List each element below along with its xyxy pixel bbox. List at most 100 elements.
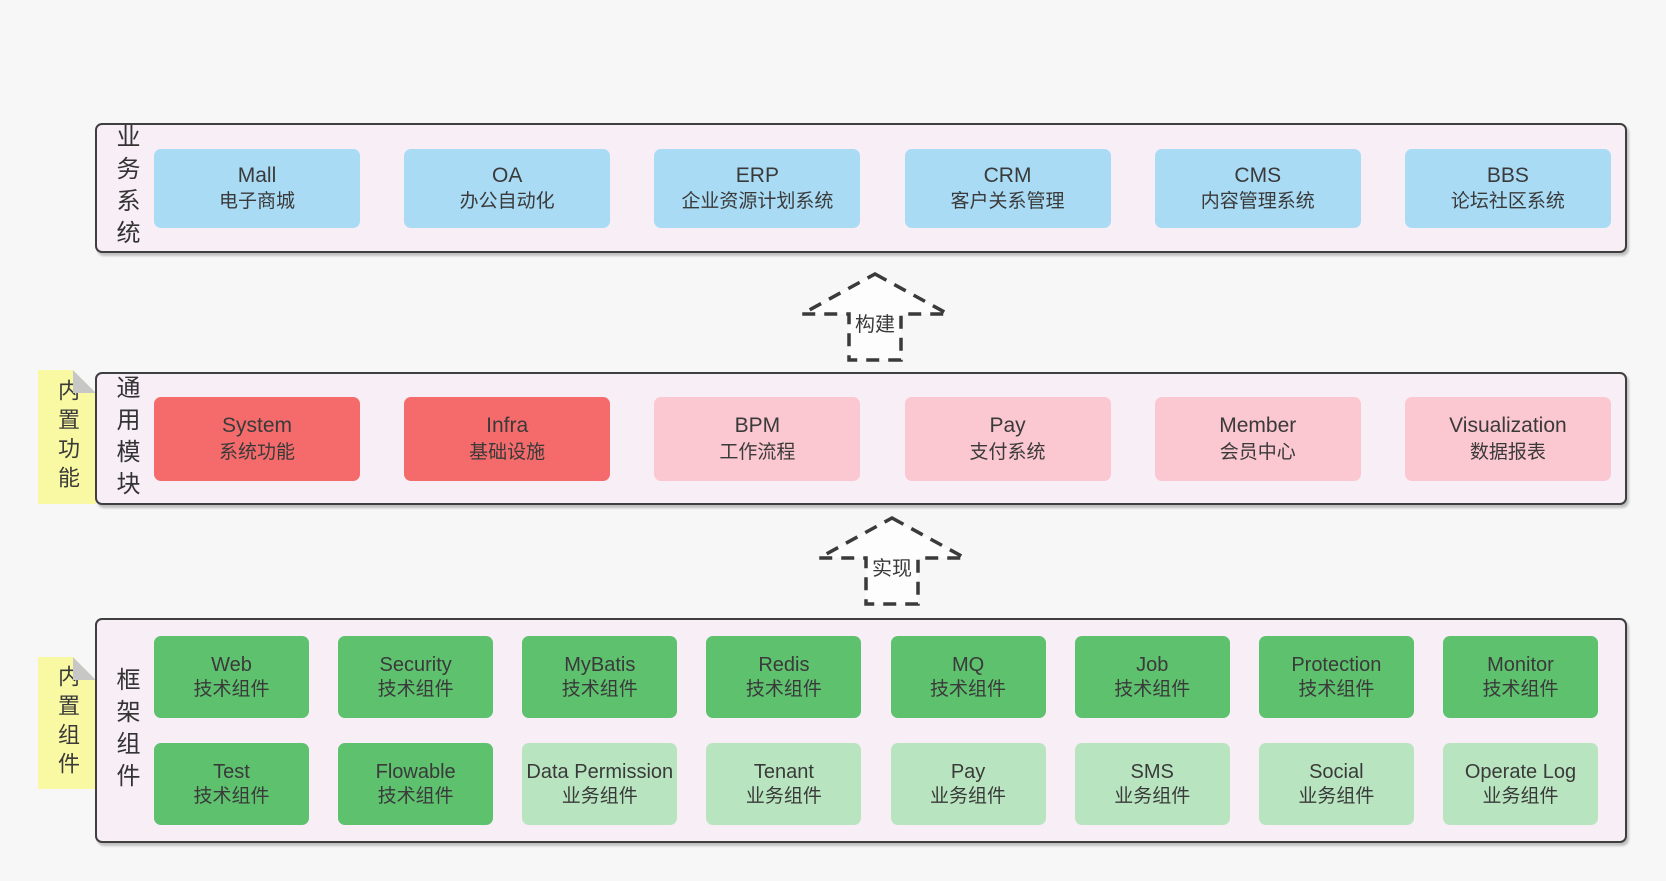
box-bbs: BBS 论坛社区系统 <box>1404 148 1611 228</box>
box-subtitle: 业务组件 <box>930 785 1007 807</box>
band-label: 框架组件 <box>112 666 139 795</box>
box-title: Redis <box>758 654 810 677</box>
box-bpm: BPM 工作流程 <box>654 396 861 481</box>
box-subtitle: 业务组件 <box>1114 785 1191 807</box>
sticky-note-built-in-features: 内置功能 <box>38 370 96 504</box>
box-data-permission: Data Permission 业务组件 <box>522 743 678 825</box>
box-subtitle: 办公自动化 <box>459 191 555 213</box>
box-title: CRM <box>983 163 1032 187</box>
box-mq: MQ 技术组件 <box>890 636 1046 718</box>
box-subtitle: 客户关系管理 <box>950 191 1065 213</box>
box-flowable: Flowable 技术组件 <box>338 743 494 825</box>
box-system: System 系统功能 <box>154 396 360 481</box>
box-social: Social 业务组件 <box>1258 743 1414 825</box>
band-business-systems: 业务系统 Mall 电子商城 OA 办公自动化 ERP 企业资源计划系统 CRM… <box>95 123 1627 253</box>
box-subtitle: 论坛社区系统 <box>1450 191 1565 213</box>
box-subtitle: 技术组件 <box>745 678 822 700</box>
band-row: System 系统功能 Infra 基础设施 BPM 工作流程 Pay 支付系统… <box>154 374 1611 503</box>
box-title: Mall <box>237 163 277 187</box>
box-title: Test <box>213 761 250 784</box>
box-job: Job 技术组件 <box>1074 636 1230 718</box>
box-title: SMS <box>1130 761 1174 784</box>
sticky-note-built-in-components: 内置组件 <box>38 657 96 789</box>
box-subtitle: 技术组件 <box>930 678 1007 700</box>
arrow-label: 实现 <box>872 557 912 580</box>
band-framework-components: 框架组件 Web 技术组件 Security 技术组件 MyBatis 技术组件… <box>95 618 1627 843</box>
box-subtitle: 技术组件 <box>377 678 454 700</box>
folded-corner-icon <box>73 657 96 680</box>
folded-corner-icon <box>73 370 96 393</box>
box-subtitle: 会员中心 <box>1219 441 1296 463</box>
box-title: Member <box>1219 414 1297 438</box>
box-mybatis: MyBatis 技术组件 <box>522 636 678 718</box>
box-title: Operate Log <box>1464 761 1577 784</box>
box-test: Test 技术组件 <box>154 743 309 825</box>
box-title: Web <box>211 654 252 677</box>
box-subtitle: 内容管理系统 <box>1200 191 1315 213</box>
box-subtitle: 技术组件 <box>561 678 638 700</box>
box-infra: Infra 基础设施 <box>404 396 611 481</box>
box-title: OA <box>492 163 523 187</box>
sticky-note-label: 内置功能 <box>55 379 80 495</box>
box-pay-business: Pay 业务组件 <box>890 743 1046 825</box>
box-web: Web 技术组件 <box>154 636 309 718</box>
band-common-modules: 通用模块 System 系统功能 Infra 基础设施 BPM 工作流程 Pay… <box>95 372 1627 505</box>
box-title: Protection <box>1291 654 1382 677</box>
box-protection: Protection 技术组件 <box>1258 636 1414 718</box>
box-subtitle: 系统功能 <box>218 441 295 463</box>
box-cms: CMS 内容管理系统 <box>1154 148 1361 228</box>
box-subtitle: 工作流程 <box>719 441 796 463</box>
band-row: Test 技术组件 Flowable 技术组件 Data Permission … <box>154 743 1598 825</box>
box-subtitle: 电子商城 <box>218 191 295 213</box>
box-tenant: Tenant 业务组件 <box>706 743 862 825</box>
box-title: BBS <box>1486 163 1529 187</box>
box-subtitle: 基础设施 <box>469 441 546 463</box>
box-subtitle: 技术组件 <box>193 678 270 700</box>
box-subtitle: 业务组件 <box>1482 785 1559 807</box>
box-title: MyBatis <box>564 654 636 677</box>
box-pay: Pay 支付系统 <box>904 396 1111 481</box>
box-subtitle: 业务组件 <box>745 785 822 807</box>
box-title: Infra <box>486 414 529 438</box>
box-title: System <box>221 414 292 438</box>
box-erp: ERP 企业资源计划系统 <box>654 148 861 228</box>
box-subtitle: 技术组件 <box>1114 678 1191 700</box>
arrow-label: 构建 <box>855 313 895 336</box>
band-label: 通用模块 <box>112 374 139 503</box>
band-row: Web 技术组件 Security 技术组件 MyBatis 技术组件 Redi… <box>154 636 1598 718</box>
box-title: MQ <box>951 654 985 677</box>
sticky-note-label: 内置组件 <box>55 665 80 781</box>
box-subtitle: 企业资源计划系统 <box>681 191 834 213</box>
box-mall: Mall 电子商城 <box>154 148 360 228</box>
box-title: Tenant <box>753 761 814 784</box>
box-title: Pay <box>989 414 1026 438</box>
box-subtitle: 支付系统 <box>969 441 1046 463</box>
box-title: Social <box>1309 761 1364 784</box>
box-security: Security 技术组件 <box>338 636 494 718</box>
box-title: Visualization <box>1449 414 1567 438</box>
box-title: Security <box>379 654 452 677</box>
box-member: Member 会员中心 <box>1154 396 1361 481</box>
box-subtitle: 数据报表 <box>1469 441 1546 463</box>
box-subtitle: 业务组件 <box>561 785 638 807</box>
box-title: Flowable <box>375 761 456 784</box>
band-row: Mall 电子商城 OA 办公自动化 ERP 企业资源计划系统 CRM 客户关系… <box>154 125 1611 251</box>
box-oa: OA 办公自动化 <box>404 148 611 228</box>
box-subtitle: 业务组件 <box>1298 785 1375 807</box>
box-subtitle: 技术组件 <box>1482 678 1559 700</box>
box-title: Monitor <box>1487 654 1554 677</box>
box-sms: SMS 业务组件 <box>1074 743 1230 825</box>
box-monitor: Monitor 技术组件 <box>1442 636 1598 718</box>
box-subtitle: 技术组件 <box>1298 678 1375 700</box>
box-redis: Redis 技术组件 <box>706 636 862 718</box>
implement-arrow-icon: 实现 <box>818 516 966 606</box>
box-title: Pay <box>950 761 986 784</box>
box-subtitle: 技术组件 <box>377 785 454 807</box>
band-label: 业务系统 <box>112 124 139 252</box>
box-crm: CRM 客户关系管理 <box>904 148 1111 228</box>
build-arrow-icon: 构建 <box>801 272 949 362</box>
box-title: Data Permission <box>526 761 674 784</box>
box-visualization: Visualization 数据报表 <box>1404 396 1611 481</box>
box-title: ERP <box>735 163 779 187</box>
